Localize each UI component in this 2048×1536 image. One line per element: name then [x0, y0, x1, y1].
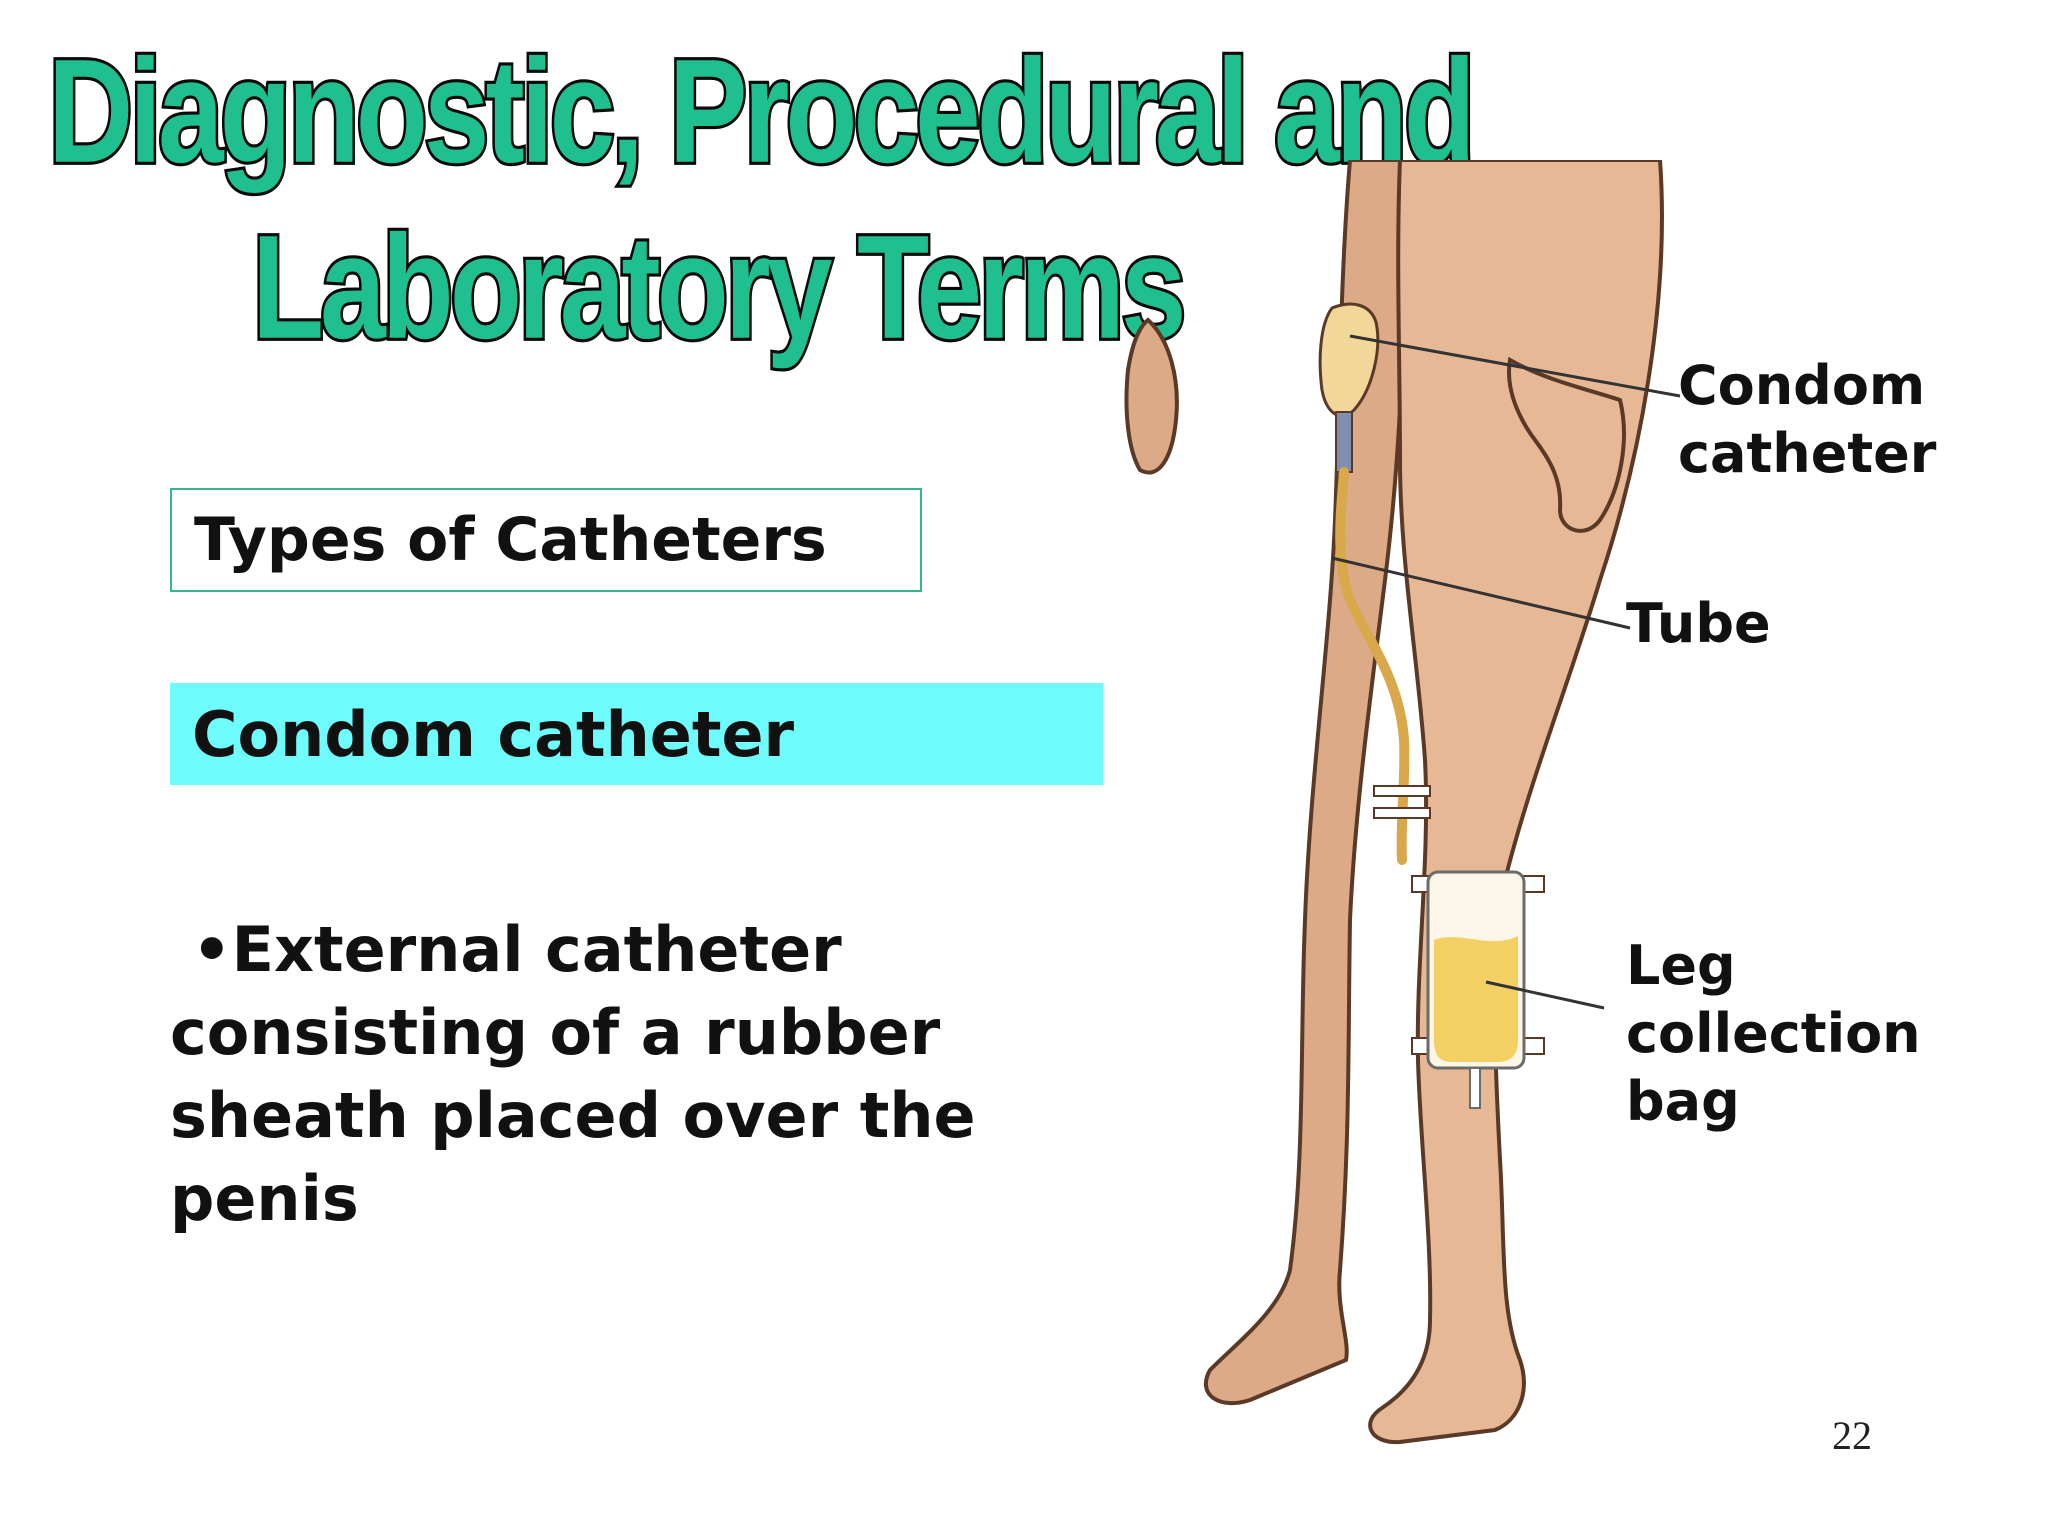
left-hand — [1124, 317, 1179, 475]
definition-line-2: consisting of a rubber — [170, 996, 941, 1069]
bag-urine — [1434, 936, 1518, 1062]
types-of-catheters-label: Types of Catheters — [170, 488, 922, 592]
leader-line-condom — [1349, 334, 1681, 398]
condom-catheter-highlight: Condom catheter — [170, 683, 1103, 785]
definition-line-1-text: External catheter — [231, 913, 842, 986]
callout-bag-line-3: bag — [1626, 1070, 1740, 1133]
front-leg — [1368, 160, 1664, 1445]
callout-tube: Tube — [1626, 590, 1771, 658]
bullet-symbol: • — [192, 913, 232, 986]
callout-condom-catheter: Condom catheter — [1678, 352, 1936, 488]
tube-clip-1 — [1373, 785, 1431, 797]
callout-bag-line-1: Leg — [1626, 934, 1736, 997]
leader-line-tube — [1331, 556, 1631, 630]
types-of-catheters-text: Types of Catheters — [194, 505, 827, 575]
hand — [1507, 356, 1626, 533]
definition-bullet: •External catheter consisting of a rubbe… — [170, 908, 1092, 1240]
definition-line-3: sheath placed over the — [170, 1079, 976, 1152]
tube-clip-2 — [1373, 807, 1431, 819]
definition-line-1: •External catheter — [192, 908, 1092, 991]
catheter-connector — [1335, 411, 1353, 473]
slide-title-line-2: Laboratory Terms — [250, 205, 1190, 371]
callout-condom-line-2: catheter — [1678, 422, 1937, 485]
slide-title-line-1: Diagnostic, Procedural and — [46, 29, 1479, 195]
callout-condom-line-1: Condom — [1678, 354, 1926, 417]
condom-catheter-term: Condom catheter — [192, 697, 795, 771]
definition-line-4: penis — [170, 1162, 359, 1235]
page-number: 22 — [1832, 1413, 1872, 1458]
callout-tube-line-1: Tube — [1626, 592, 1771, 655]
bag-drain-valve — [1469, 1067, 1481, 1109]
leg-illustration — [1124, 160, 1681, 1445]
callout-bag-line-2: collection — [1626, 1002, 1921, 1065]
leader-line-bag — [1485, 980, 1605, 1010]
callout-leg-collection-bag: Leg collection bag — [1626, 932, 1921, 1136]
condom-sheath — [1318, 302, 1380, 418]
